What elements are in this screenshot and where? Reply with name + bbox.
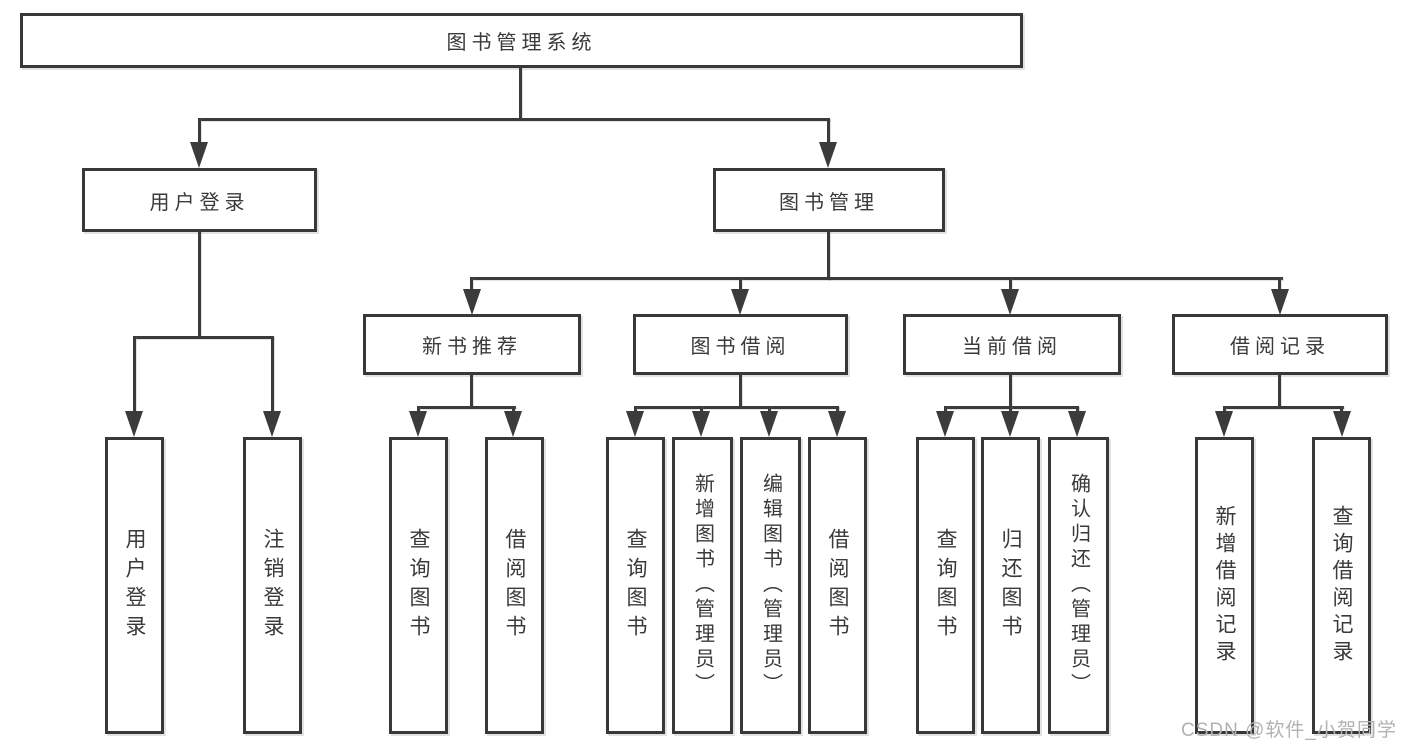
leaf-query-books-1: 查询图书 [389,437,448,734]
leaf-borrow-books-2: 借阅图书 [808,437,867,734]
arrowhead-down-icon [263,411,281,437]
node-root-library-system: 图书管理系统 [20,13,1023,68]
leaf-confirm-return-admin: 确认归还（管理员） [1048,437,1109,734]
leaf-return-books: 归还图书 [981,437,1040,734]
connector-line [827,118,830,148]
connector-line [739,374,742,408]
leaf-query-borrow-record: 查询借阅记录 [1312,437,1371,734]
connector-line [519,68,522,119]
connector-line [827,231,830,280]
arrowhead-down-icon [1271,289,1289,315]
connector-line [198,231,201,337]
leaf-edit-book-admin: 编辑图书（管理员） [740,437,801,734]
arrowhead-down-icon [760,411,778,437]
connector-line [1223,406,1344,409]
connector-line [133,336,274,339]
arrowhead-down-icon [1215,411,1233,437]
arrowhead-down-icon [936,411,954,437]
connector-line [1278,277,1281,297]
arrowhead-down-icon [190,142,208,168]
arrowhead-down-icon [463,289,481,315]
node-current-borrow: 当前借阅 [903,314,1121,375]
connector-line [271,336,274,418]
connector-line [1009,277,1012,297]
leaf-borrow-books-1: 借阅图书 [485,437,544,734]
node-user-login: 用户登录 [82,168,317,232]
connector-line [634,406,839,409]
leaf-add-borrow-record: 新增借阅记录 [1195,437,1254,734]
connector-line [1009,374,1012,408]
node-borrow-record: 借阅记录 [1172,314,1388,375]
connector-line [198,118,830,121]
connector-line [417,406,516,409]
arrowhead-down-icon [626,411,644,437]
connector-line [198,118,201,148]
connector-line [470,374,473,408]
leaf-user-login: 用户登录 [105,437,164,734]
connector-line [470,277,1283,280]
leaf-add-book-admin: 新增图书（管理员） [672,437,733,734]
arrowhead-down-icon [1001,411,1019,437]
connector-line [133,336,136,418]
connector-line [470,277,473,297]
arrowhead-down-icon [125,411,143,437]
arrowhead-down-icon [1333,411,1351,437]
leaf-query-books-2: 查询图书 [606,437,665,734]
connector-line [1278,374,1281,408]
arrowhead-down-icon [692,411,710,437]
leaf-query-books-3: 查询图书 [916,437,975,734]
arrowhead-down-icon [504,411,522,437]
connector-line [739,277,742,297]
arrowhead-down-icon [1001,289,1019,315]
node-book-management: 图书管理 [713,168,945,232]
node-book-borrow: 图书借阅 [633,314,848,375]
arrowhead-down-icon [1068,411,1086,437]
csdn-watermark: CSDN @软件_小贺同学 [1181,720,1397,741]
arrowhead-down-icon [819,142,837,168]
leaf-logout: 注销登录 [243,437,302,734]
node-new-book-recommend: 新书推荐 [363,314,581,375]
arrowhead-down-icon [731,289,749,315]
arrowhead-down-icon [828,411,846,437]
arrowhead-down-icon [409,411,427,437]
